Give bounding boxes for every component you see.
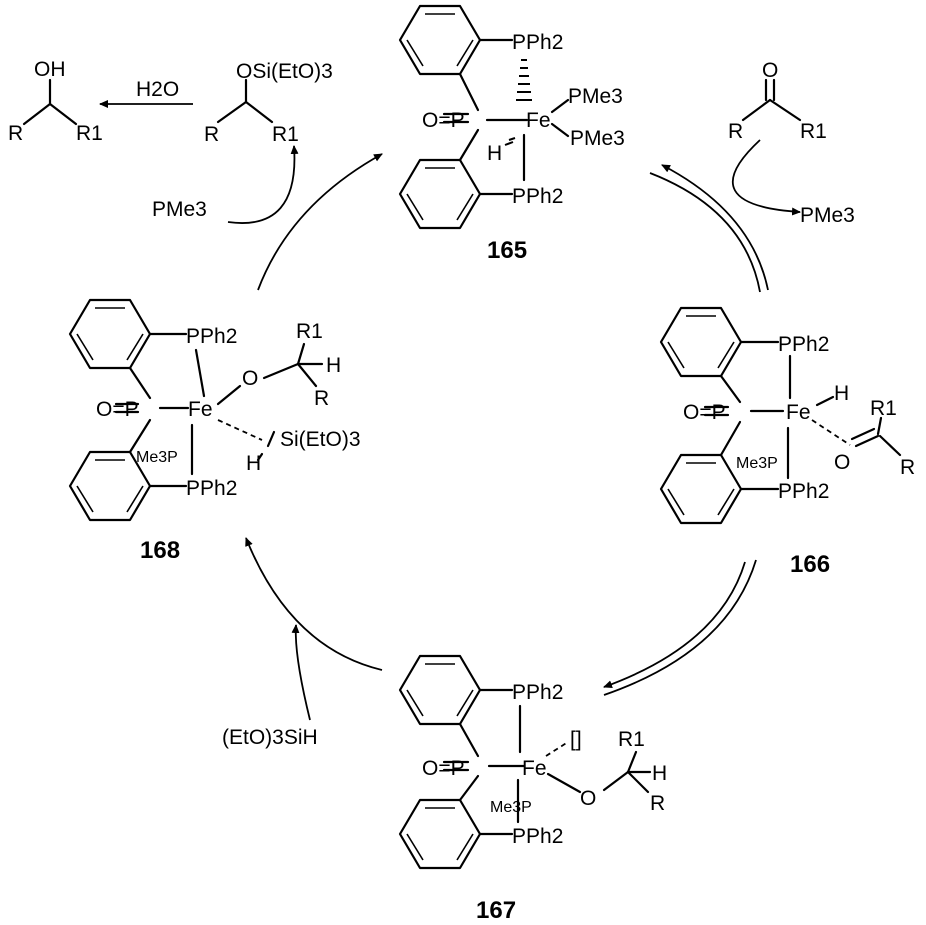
ketone-substrate: O R R1 <box>728 59 827 143</box>
water-label: H2O <box>136 78 179 101</box>
oh-label: OH <box>34 58 66 81</box>
pme3-label: PMe3 <box>568 85 623 108</box>
compound-number-165: 165 <box>487 237 527 264</box>
compound-167: PPh2 PPh2 Me3P O=P Fe [] O R1 H R 167 <box>398 654 667 924</box>
r-label: R <box>204 123 219 146</box>
phosphine-oxide-label: O=P <box>422 757 465 780</box>
silane-reagent-label: (EtO)3SiH <box>222 726 318 749</box>
equilibrium-165-166-line <box>649 172 761 293</box>
pph2-label: PPh2 <box>778 333 829 356</box>
trimethylphosphine-label: Me3P <box>136 449 178 466</box>
iron-center-label: Fe <box>526 109 551 132</box>
r1-label: R1 <box>272 123 299 146</box>
phosphine-oxide-label: O=P <box>683 401 726 424</box>
compound-166: PPh2 PPh2 Me3P O=P Fe H R1 R O 166 <box>659 306 915 578</box>
r1-label: R1 <box>618 728 645 751</box>
phosphine-oxide-label: O=P <box>96 398 139 421</box>
pph2-label: PPh2 <box>512 185 563 208</box>
silyl-ether-product: OSi(EtO)3 R R1 <box>204 60 333 146</box>
alkoxide-oxygen-label: O <box>580 787 596 810</box>
pme3-released-label: PMe3 <box>800 204 855 227</box>
r1-label: R1 <box>870 397 897 420</box>
r1-label: R1 <box>76 122 103 145</box>
h-label: H <box>326 354 341 377</box>
equilibrium-167-166-line <box>603 559 757 696</box>
pph2-label: PPh2 <box>778 480 829 503</box>
ketone-in-pme3-out-arrow <box>731 139 801 216</box>
alcohol-product: OH R R1 <box>8 58 103 145</box>
hydride-label: H <box>834 382 849 405</box>
pph2-label: PPh2 <box>512 825 563 848</box>
alkoxide-oxygen-label: O <box>242 367 258 390</box>
r-label: R <box>314 387 329 410</box>
compound-number-167: 167 <box>476 897 516 924</box>
r1-label: R1 <box>296 320 323 343</box>
compound-number-166: 166 <box>790 551 830 578</box>
pme3-label: PMe3 <box>570 127 625 150</box>
ketone-oxygen-label: O <box>762 59 778 82</box>
hydride-label: H <box>487 142 502 165</box>
osi-label: OSi(EtO)3 <box>236 60 333 83</box>
equilibrium-166-to-167-arrow <box>603 561 746 689</box>
pph2-label: PPh2 <box>186 325 237 348</box>
r-label: R <box>900 456 915 479</box>
pme3-silyl-ether-arrow <box>227 145 299 224</box>
r-label: R <box>8 122 23 145</box>
silane-in-arrow <box>291 624 311 721</box>
equilibrium-166-to-165-arrow <box>661 164 769 291</box>
pph2-label: PPh2 <box>512 681 563 704</box>
r-label: R <box>650 792 665 815</box>
trimethylphosphine-label: Me3P <box>736 455 778 472</box>
silane-h-label: H <box>246 452 261 475</box>
iron-center-label: Fe <box>522 757 547 780</box>
iron-center-label: Fe <box>786 401 811 424</box>
pph2-label: PPh2 <box>186 477 237 500</box>
pme3-added-label: PMe3 <box>152 198 207 221</box>
cycle-arrow-168-to-165 <box>257 153 383 291</box>
carbonyl-oxygen-label: O <box>834 451 850 474</box>
r1-label: R1 <box>800 120 827 143</box>
vacant-site-label: [] <box>570 728 582 751</box>
pph2-label: PPh2 <box>512 31 563 54</box>
compound-number-168: 168 <box>140 537 180 564</box>
compound-168: PPh2 PPh2 Me3P O=P Fe O R1 H R Si(EtO)3 … <box>68 298 361 564</box>
silyl-label: Si(EtO)3 <box>280 428 361 451</box>
compound-165: PPh2 PPh2 PMe3 PMe3 O=P Fe H 165 <box>398 4 625 264</box>
r-label: R <box>728 120 743 143</box>
phosphine-oxide-label: O=P <box>422 109 465 132</box>
cycle-arrow-167-to-168 <box>245 537 383 671</box>
iron-center-label: Fe <box>188 398 213 421</box>
h-label: H <box>652 762 667 785</box>
trimethylphosphine-label: Me3P <box>490 799 532 816</box>
